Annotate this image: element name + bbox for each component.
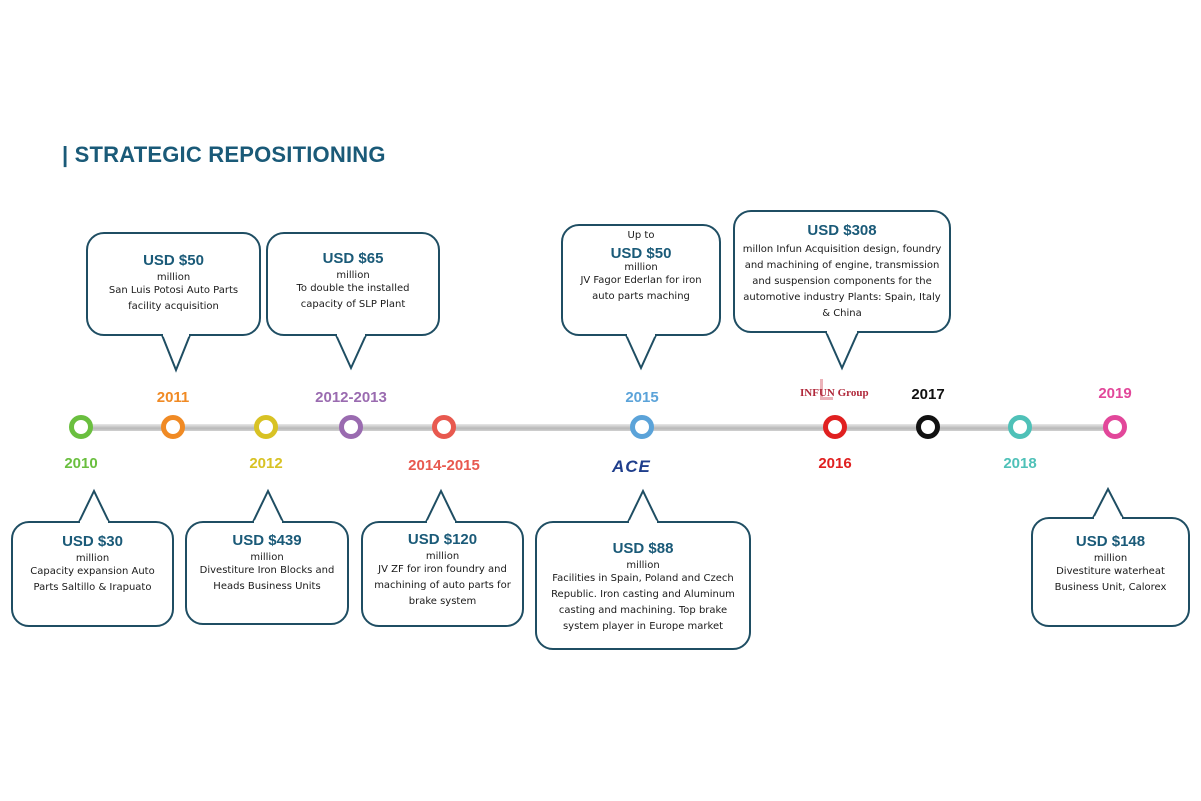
timeline-node-2011: [161, 415, 185, 439]
pointer-2015-top: [624, 334, 658, 371]
callout-2019-amount: USD $148: [1075, 533, 1146, 550]
timeline-node-2014-2015: [432, 415, 456, 439]
callout-2016: USD $308 millon Infun Acquisition design…: [733, 210, 951, 333]
page-title: | STRATEGIC REPOSITIONING: [62, 142, 386, 167]
timeline-node-2018: [1008, 415, 1032, 439]
year-label-2010: 2010: [64, 455, 98, 472]
callout-2012-2013-amount: USD $65: [322, 250, 384, 267]
callout-2015-bottom-unit: million: [626, 560, 660, 571]
callout-2012: USD $439 million Divestiture Iron Blocks…: [185, 521, 349, 625]
callout-2016-amount: USD $308: [807, 222, 877, 239]
pointer-2011: [160, 334, 192, 373]
year-label-2019: 2019: [1098, 385, 1132, 402]
pointer-2019: [1091, 486, 1125, 519]
pointer-2014-2015: [424, 488, 458, 523]
callout-2012-2013-desc: To double the installed capacity of SLP …: [296, 283, 410, 310]
timeline-line: [78, 424, 1121, 431]
callout-2019-unit: million: [1093, 553, 1128, 564]
timeline-node-2010: [69, 415, 93, 439]
pointer-2016: [824, 331, 860, 371]
callout-2011: USD $50 million San Luis Potosi Auto Par…: [86, 232, 261, 336]
callout-2016-desc: millon Infun Acquisition design, foundry…: [742, 244, 942, 319]
year-label-2011: 2011: [156, 389, 190, 406]
infun-logo-text: INFUN Group: [800, 387, 869, 399]
callout-2014-2015-desc: JV ZF for iron foundry and machining of …: [374, 564, 511, 607]
callout-2015-top-unit: million: [624, 262, 658, 273]
pointer-2015-bottom: [626, 488, 660, 523]
callout-2010-unit: million: [75, 553, 110, 564]
pointer-2012: [251, 488, 285, 523]
callout-2015-top-desc: JV Fagor Ederlan for iron auto parts mac…: [580, 275, 702, 302]
callout-2012-2013-unit: million: [336, 270, 370, 281]
callout-2015-bottom-desc: Facilities in Spain, Poland and Czech Re…: [551, 573, 735, 632]
timeline-node-2015: [630, 415, 654, 439]
timeline-node-2012-2013: [339, 415, 363, 439]
callout-2015-top-amount: USD $50: [610, 245, 672, 262]
callout-2019: USD $148 million Divestiture waterheat B…: [1031, 517, 1190, 627]
callout-2012-amount: USD $439: [232, 532, 302, 549]
timeline-node-2019: [1103, 415, 1127, 439]
callout-2014-2015-unit: million: [425, 551, 460, 562]
timeline-node-2017: [916, 415, 940, 439]
callout-2012-2013: USD $65 million To double the installed …: [266, 232, 440, 336]
pointer-2012-2013: [334, 334, 368, 371]
timeline-node-2012: [254, 415, 278, 439]
callout-2012-unit: million: [250, 552, 284, 563]
infun-logo-mark: [820, 379, 833, 400]
callout-2011-unit: million: [156, 272, 191, 283]
year-label-2015: 2015: [625, 389, 659, 406]
callout-2015-bottom: USD $88 million Facilities in Spain, Pol…: [535, 521, 751, 650]
ace-logo: ACE: [612, 457, 651, 476]
callout-2011-amount: USD $50: [143, 252, 204, 269]
callout-2010-desc: Capacity expansion Auto Parts Saltillo &…: [30, 566, 155, 593]
callout-2012-desc: Divestiture Iron Blocks and Heads Busine…: [199, 565, 335, 592]
infun-logo: INFUN Group: [800, 379, 869, 400]
timeline-node-2016: [823, 415, 847, 439]
year-label-2016: 2016: [818, 455, 852, 472]
callout-2011-desc: San Luis Potosi Auto Parts facility acqu…: [108, 285, 239, 312]
year-label-2012-2013: 2012-2013: [315, 389, 387, 406]
callout-2015-bottom-amount: USD $88: [612, 540, 674, 557]
year-label-2018: 2018: [1003, 455, 1037, 472]
callout-2010-amount: USD $30: [62, 533, 123, 550]
callout-2014-2015: USD $120 million JV ZF for iron foundry …: [361, 521, 524, 627]
callout-2019-desc: Divestiture waterheat Business Unit, Cal…: [1054, 566, 1167, 593]
callout-2014-2015-amount: USD $120: [407, 531, 478, 548]
year-label-2012: 2012: [249, 455, 283, 472]
callout-2015-top: Up to USD $50 million JV Fagor Ederlan f…: [561, 224, 721, 336]
callout-2015-top-pre: Up to: [627, 230, 655, 241]
callout-2010: USD $30 million Capacity expansion Auto …: [11, 521, 174, 627]
year-label-2014-2015: 2014-2015: [408, 457, 480, 474]
year-label-2017: 2017: [911, 386, 945, 403]
pointer-2010: [77, 488, 111, 523]
